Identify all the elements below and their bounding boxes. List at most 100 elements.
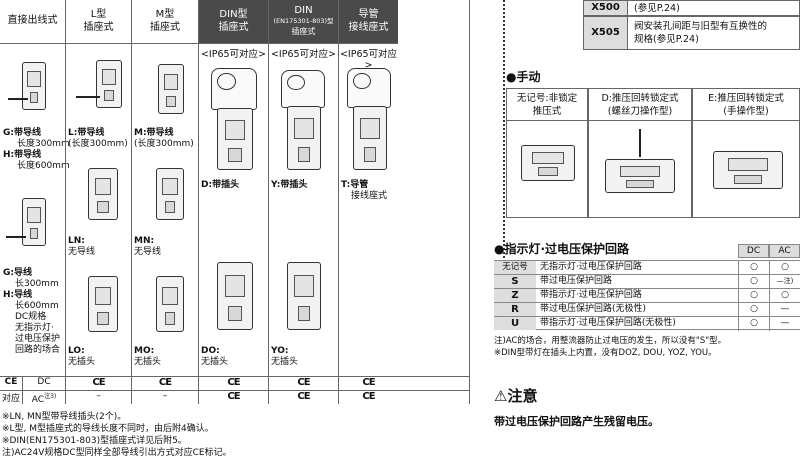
- caption-g-h: G:带导线 长度300mm H:带导线 长度600mm: [3, 128, 70, 171]
- ip65-label: <IP65可对应>: [339, 49, 398, 71]
- caution-text: 带过电压保护回路产生残留电压。: [494, 415, 659, 428]
- ce-mark: CE: [338, 377, 398, 390]
- ac-label: AC注3): [22, 391, 65, 405]
- indicator-desc: 带过电压保护回路(无极性): [540, 304, 647, 314]
- valve-illustration: [88, 168, 118, 220]
- dash: –: [65, 391, 131, 404]
- indicator-note: ※DIN型带灯在插头上内置，没有DOZ, DOU, YOZ, YOU。: [494, 348, 717, 358]
- caption-do: DO: 无插头: [201, 346, 229, 367]
- indicator-code: 无记号: [494, 261, 536, 274]
- wire-lead: [8, 98, 28, 100]
- option-text: 规格(参见P.24): [634, 34, 699, 45]
- column-header: DIN型插座式: [199, 0, 268, 44]
- manual-override-illustration: [605, 159, 675, 193]
- valve-illustration: [353, 106, 387, 170]
- caption-y: Y:带插头: [271, 180, 308, 190]
- indicator-code: U: [494, 317, 536, 330]
- connector-dotted-line: [503, 0, 505, 262]
- valve-illustration: [22, 62, 46, 110]
- indicator-desc: 无指示灯·过电压保护回路: [540, 262, 642, 272]
- valve-illustration: [217, 262, 253, 330]
- indicator-desc: 带指示灯·过电压保护回路: [540, 290, 642, 300]
- ce-mark: CE: [198, 377, 268, 390]
- caption-yo: YO: 无插头: [271, 346, 299, 367]
- manual-override-illustration: [713, 151, 783, 189]
- ip65-label: <IP65可对应>: [270, 49, 337, 60]
- caption-g-h-no-light: G:导线 长300mm H:导线 长600mm DC规格 无指示灯· 过电压保护…: [3, 268, 61, 355]
- ce-label2: 对应: [1, 394, 20, 404]
- indicator-ac: —: [769, 317, 800, 331]
- indicator-code: R: [494, 303, 536, 316]
- column-header: L型插座式: [66, 0, 131, 44]
- ce-mark: CE: [65, 377, 131, 390]
- option-code: X505: [584, 17, 628, 49]
- indicator-notes: 注)AC的场合，用整流器防止过电压的发生，所以没有"S"型。 ※DIN型带灯在插…: [494, 335, 726, 359]
- manual-option-label: E:推压回转锁定式(手操作型): [693, 89, 799, 121]
- ce-mark: CE: [338, 391, 398, 404]
- indicator-note: 注)AC的场合，用整流器防止过电压的发生，所以没有"S"型。: [494, 336, 727, 346]
- indicator-dc: ○: [738, 317, 769, 331]
- column-header: DIN(EN175301-803)型插座式: [269, 0, 338, 44]
- valve-illustration: [88, 276, 118, 332]
- manual-option-e: E:推压回转锁定式(手操作型): [692, 88, 800, 218]
- ip65-label: <IP65可对应>: [200, 49, 267, 60]
- manual-option-d: D:推压回转锁定式(螺丝刀操作型): [588, 88, 692, 218]
- column-l-type: L型插座式 L:带导线 (长度300mm) LN: 无导线 LO: 无插头: [65, 0, 131, 404]
- valve-illustration: [156, 276, 184, 332]
- valve-illustration: [156, 168, 184, 220]
- din-connector-illustration: [281, 70, 325, 108]
- indicator-ac: —: [769, 303, 800, 317]
- warning-icon: ⚠: [494, 387, 508, 405]
- indicator-ac: ○: [769, 261, 800, 275]
- indicator-dc: ○: [738, 275, 769, 289]
- conduit-box-illustration: [347, 68, 391, 108]
- wiring-options-table: 直接出线式 G:带导线 长度300mm H:带导线 长度600mm G:导线 长…: [0, 0, 470, 405]
- ce-label: CE: [4, 377, 18, 387]
- indicator-ac: ○: [769, 289, 800, 303]
- wire-lead: [76, 96, 100, 98]
- option-text: (参见P.24): [634, 3, 680, 14]
- screwdriver-icon: [639, 129, 641, 157]
- caption-lo: LO: 无插头: [68, 346, 96, 367]
- footnote: ※L型, M型插座式的导线长度不同时，由后附4确认。: [2, 424, 214, 434]
- valve-illustration: [96, 60, 122, 108]
- option-row-x505: X505 阀安装孔间距与旧型有互换性的 规格(参见P.24): [583, 16, 800, 50]
- caption-t: T:导管 接线座式: [341, 180, 388, 201]
- manual-option-label: 无记号:非锁定推压式: [507, 89, 587, 121]
- manual-option-label: D:推压回转锁定式(螺丝刀操作型): [589, 89, 691, 121]
- indicator-row: R 带过电压保护回路(无极性) ○ —: [494, 302, 800, 317]
- dc-header: DC: [738, 244, 769, 258]
- valve-illustration: [158, 64, 184, 114]
- caption-m: M:带导线 (长度300mm): [134, 128, 194, 149]
- column-m-type: M型插座式 M:带导线 (长度300mm) MN: 无导线 MO: 无插头: [131, 0, 198, 404]
- indicator-row: S 带过电压保护回路 ○ —注): [494, 274, 800, 289]
- option-row-x500: X500 (参见P.24): [583, 0, 800, 16]
- dc-label: DC: [22, 377, 65, 390]
- column-header: M型插座式: [132, 0, 198, 44]
- column-din-en-type: DIN(EN175301-803)型插座式 <IP65可对应> Y:带插头 YO…: [268, 0, 338, 404]
- ce-row-dc: CE DC CE CE CE CE CE: [0, 376, 470, 390]
- ce-mark: CE: [198, 391, 268, 404]
- caption-mn: MN: 无导线: [134, 236, 162, 257]
- indicator-row: U 带指示灯·过电压保护回路(无极性) ○ —: [494, 316, 800, 331]
- wire-lead: [6, 236, 26, 238]
- caption-l: L:带导线 (长度300mm): [68, 128, 128, 149]
- manual-option-none: 无记号:非锁定推压式: [506, 88, 588, 218]
- caption-d: D:带插头: [201, 180, 240, 190]
- column-conduit-type: 导管接线座式 <IP65可对应> T:导管 接线座式: [338, 0, 398, 404]
- indicator-dc: ○: [738, 261, 769, 275]
- indicator-ac: —注): [769, 275, 800, 289]
- indicator-title: ●指示灯·过电压保护回路: [494, 242, 630, 256]
- caption-mo: MO: 无插头: [134, 346, 162, 367]
- column-header: 直接出线式: [0, 0, 65, 44]
- din-connector-illustration: [211, 68, 257, 110]
- column-header: 导管接线座式: [339, 0, 398, 44]
- valve-illustration: [217, 108, 253, 170]
- option-text: 阀安装孔间距与旧型有互换性的: [634, 21, 768, 32]
- indicator-row: Z 带指示灯·过电压保护回路 ○ ○: [494, 288, 800, 303]
- valve-illustration: [287, 106, 321, 170]
- ce-row-ac: 对应 AC注3) – – CE CE CE: [0, 390, 470, 405]
- option-code: X500: [584, 1, 628, 15]
- caution-title: ⚠注意: [494, 387, 538, 405]
- column-direct-wire: 直接出线式 G:带导线 长度300mm H:带导线 长度600mm G:导线 长…: [0, 0, 70, 404]
